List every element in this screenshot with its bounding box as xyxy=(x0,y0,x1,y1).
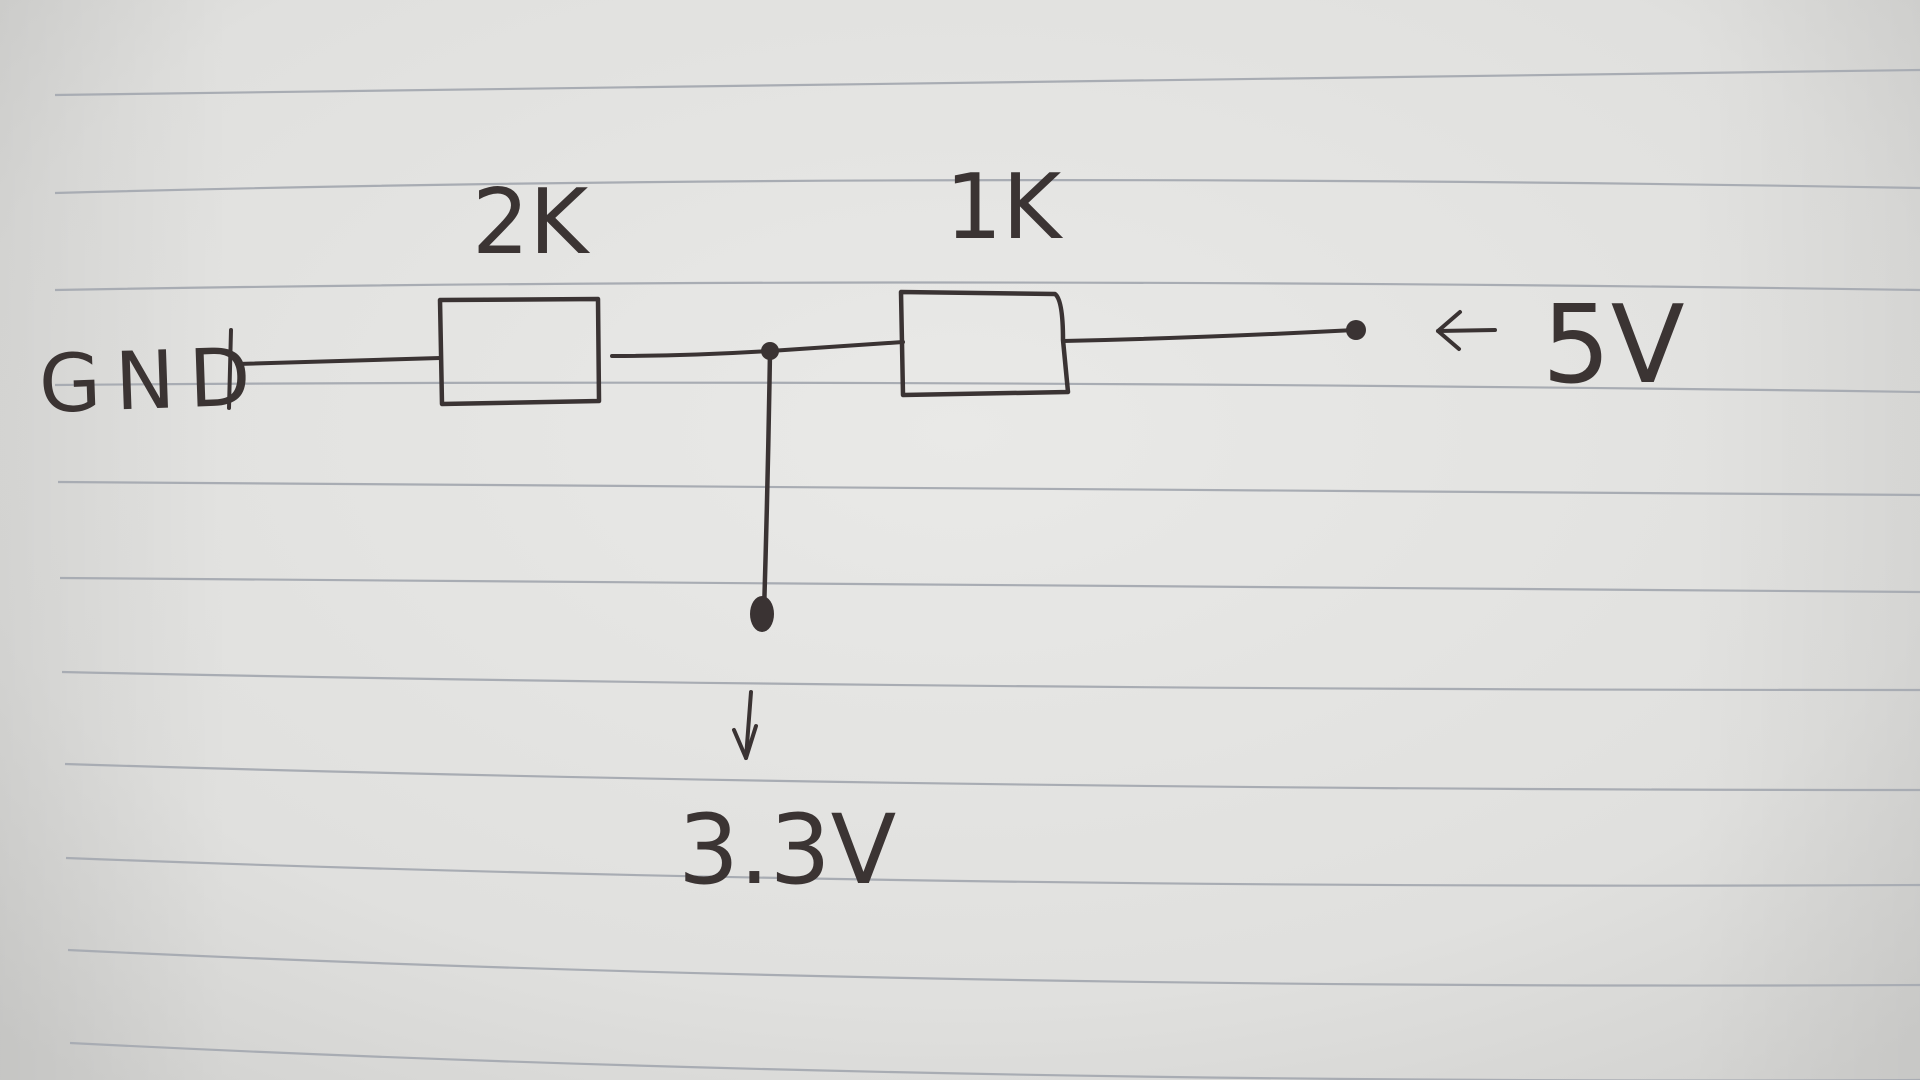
junction-node xyxy=(761,342,779,360)
resistor-1k-label: 1K xyxy=(945,155,1063,260)
left-arrow-icon xyxy=(1436,310,1497,351)
ruled-lines xyxy=(54,68,1920,1080)
wire-r1-to-node xyxy=(610,349,772,358)
circuit-wires xyxy=(235,328,1357,615)
vin-label: 5V xyxy=(1542,283,1685,408)
gnd-label: GND xyxy=(37,330,266,431)
resistor-2k-label: 2K xyxy=(472,170,590,275)
wire-r2-to-vin xyxy=(1061,328,1357,343)
resistor-2k xyxy=(437,296,602,407)
wire-node-to-vout xyxy=(761,348,773,615)
vout-terminal xyxy=(750,596,774,632)
vout-label: 3.3V xyxy=(678,794,896,906)
ground-bar-icon xyxy=(227,328,233,410)
wire-node-to-r2 xyxy=(768,340,905,353)
vin-terminal xyxy=(1346,320,1366,340)
wire-gnd-to-r1 xyxy=(235,356,442,366)
resistor-1k xyxy=(898,289,1071,398)
down-arrow-icon xyxy=(732,690,758,760)
